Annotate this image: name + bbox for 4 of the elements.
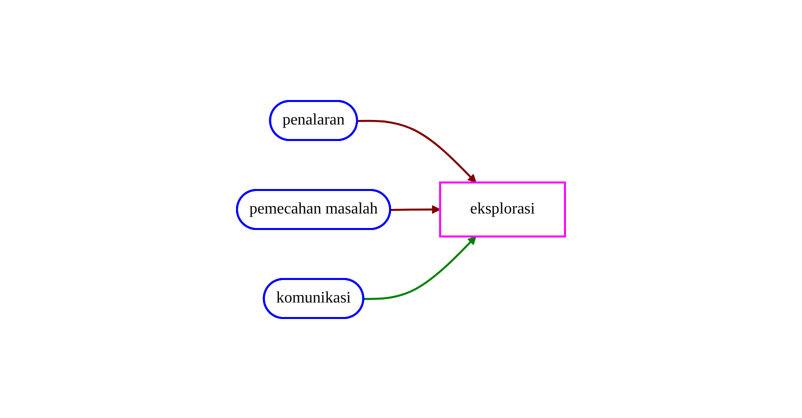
node-box: eksplorasi: [439, 181, 566, 237]
arrow: [364, 236, 476, 300]
arrow: [358, 119, 476, 182]
arrow: [390, 204, 440, 214]
